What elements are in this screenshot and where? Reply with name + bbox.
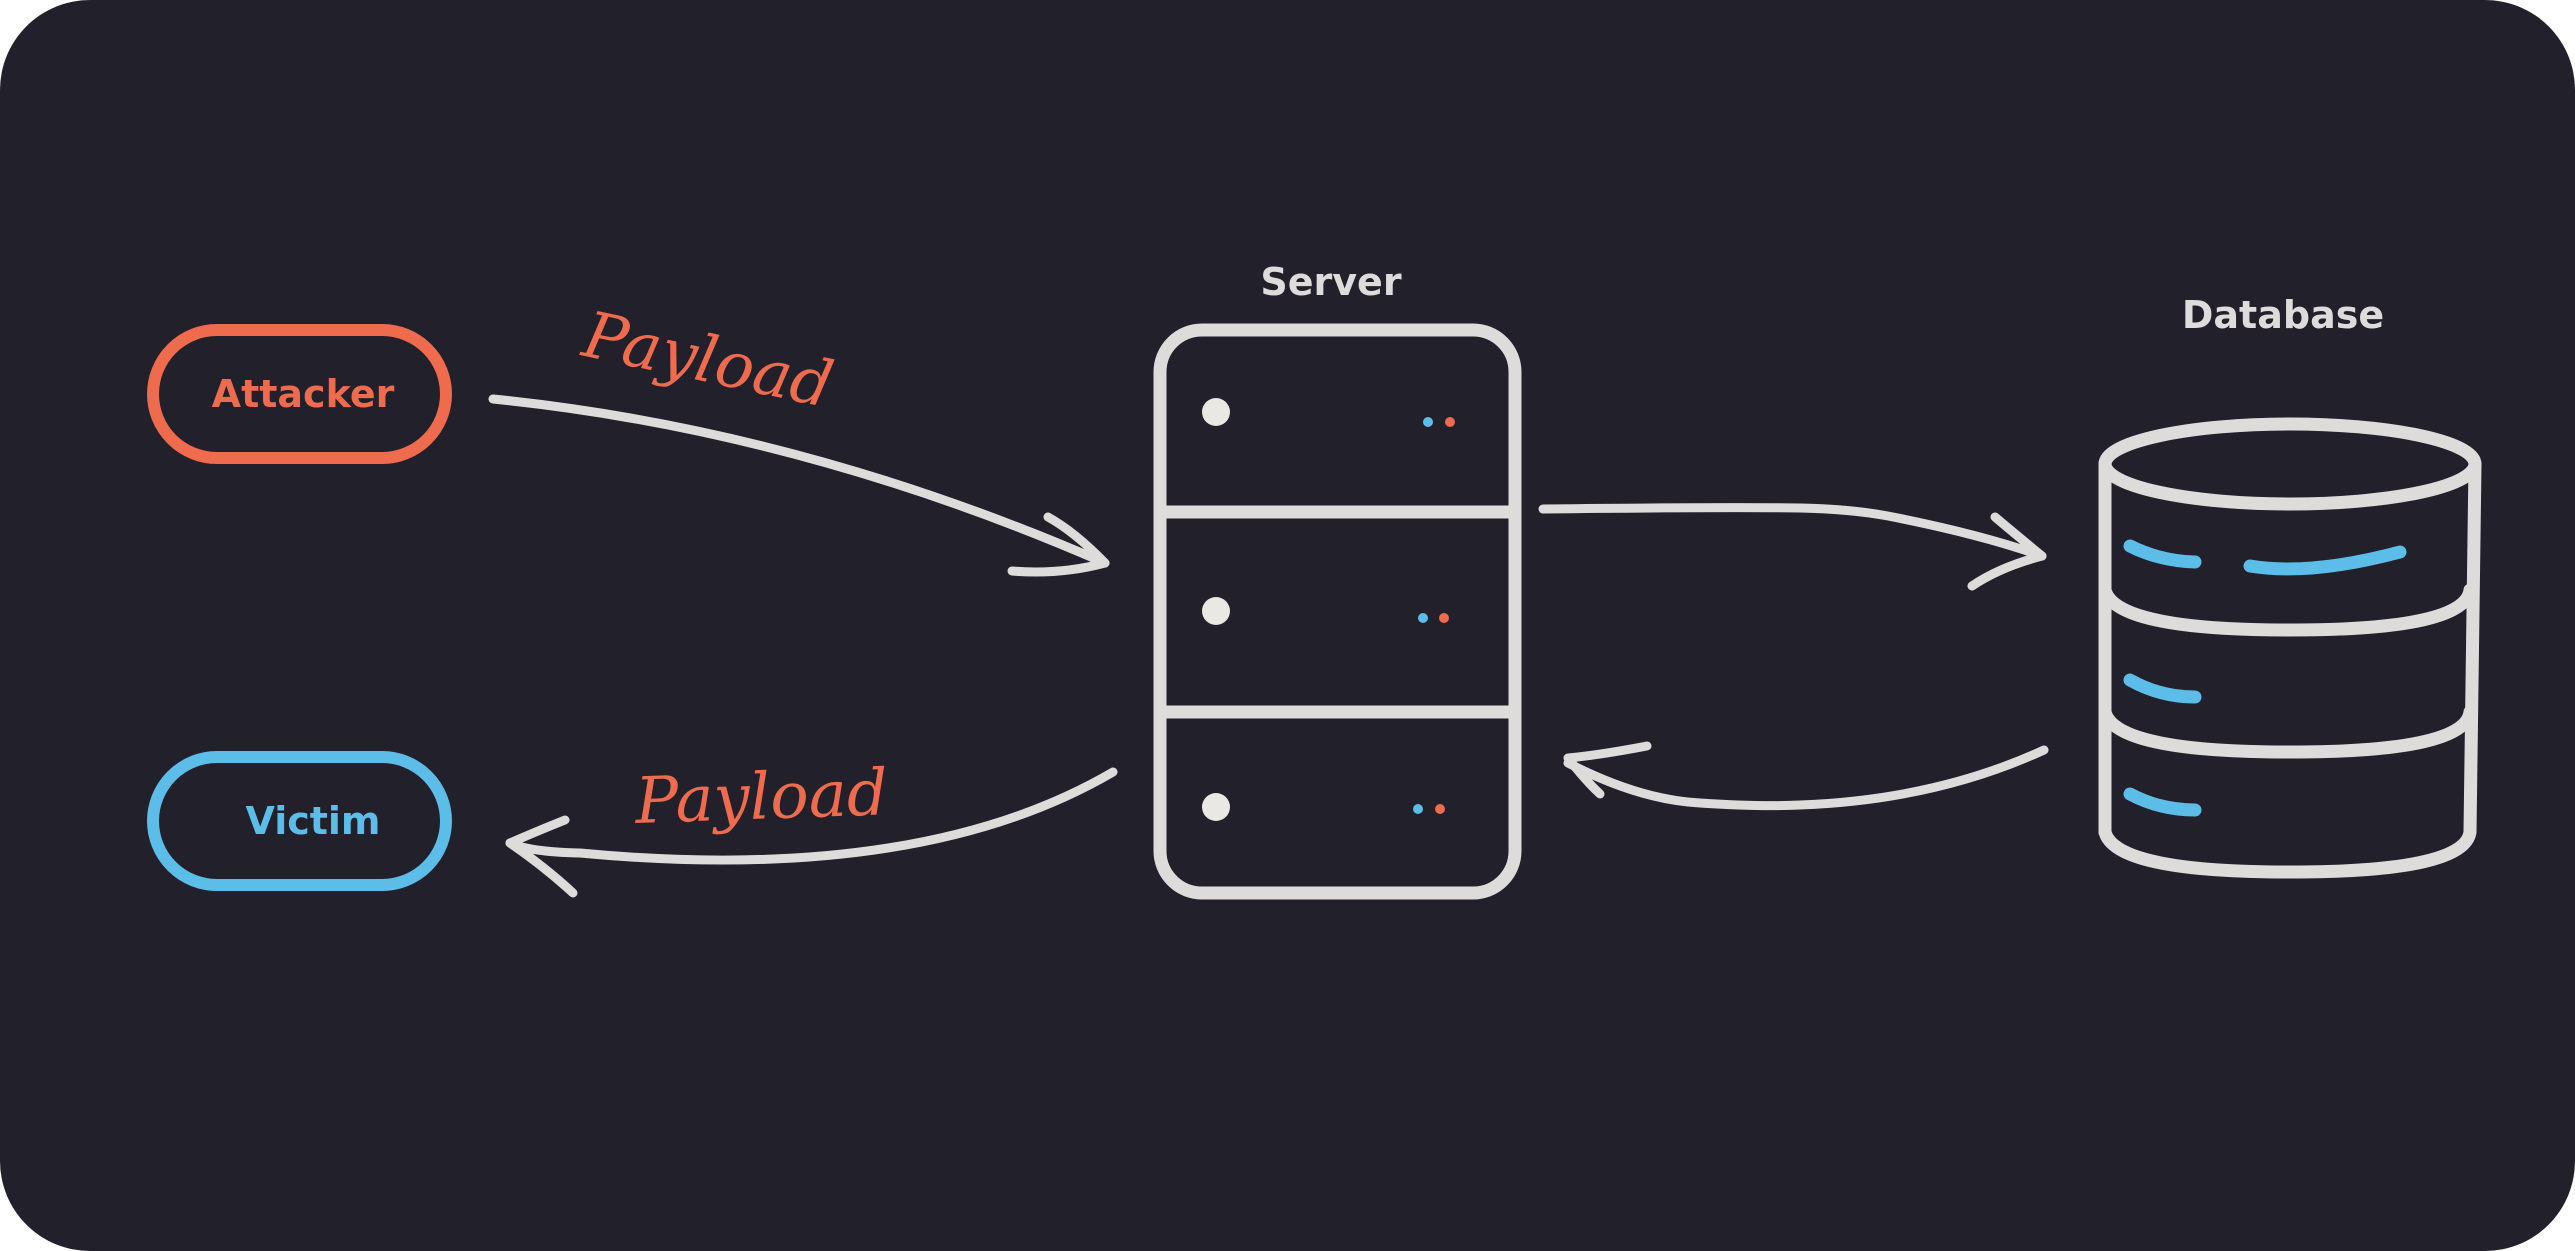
server-label: Server <box>1260 260 1401 304</box>
attacker-node: Attacker <box>147 324 452 464</box>
arrow-server-to-database <box>1538 503 2047 591</box>
arrow-database-to-server <box>1563 741 2049 811</box>
arrow-attacker-to-server <box>488 394 1110 577</box>
database-node: Database <box>2098 293 2482 879</box>
attacker-pill <box>147 324 452 464</box>
payload-label-bottom: Payload <box>633 756 889 839</box>
attacker-label: Attacker <box>212 372 395 416</box>
server-rack-icon <box>1153 323 1522 900</box>
victim-pill <box>147 751 452 891</box>
server-node: Server <box>1153 260 1522 900</box>
database-cylinder-icon <box>2098 417 2482 879</box>
database-label: Database <box>2182 293 2384 337</box>
arrow-server-to-victim <box>505 767 1118 898</box>
victim-node: Victim <box>147 751 452 891</box>
victim-label: Victim <box>245 799 380 843</box>
